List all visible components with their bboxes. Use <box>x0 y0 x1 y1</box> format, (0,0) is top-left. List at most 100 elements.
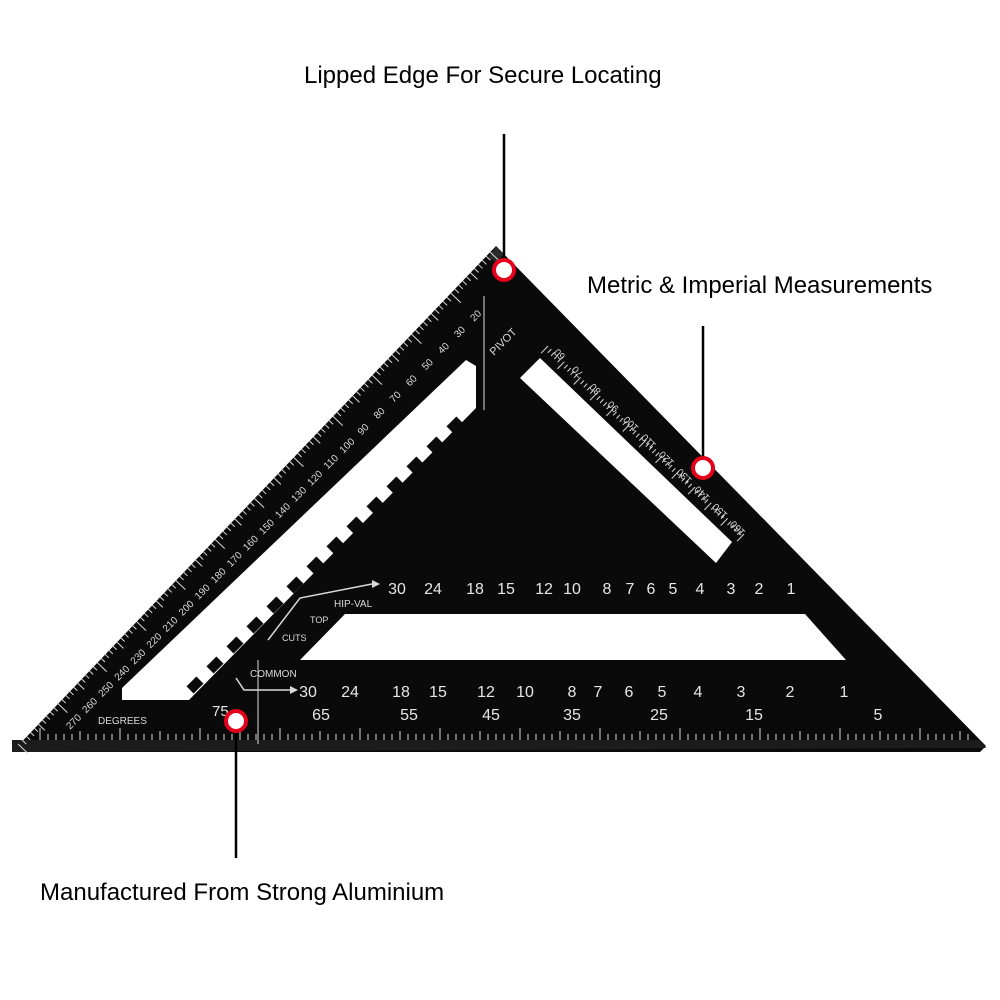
tick <box>115 641 124 649</box>
common-scale-label: 15 <box>429 684 447 701</box>
tick <box>96 661 108 673</box>
tick <box>450 292 462 304</box>
tick <box>430 313 439 321</box>
tick <box>53 706 59 712</box>
hip-val-scale-label: 4 <box>696 581 705 598</box>
tick <box>403 341 409 347</box>
hip-val-scale-label: 2 <box>755 581 764 598</box>
tick <box>108 649 114 655</box>
tick <box>434 309 440 314</box>
tick <box>589 392 598 401</box>
tick <box>17 743 29 755</box>
tick <box>557 358 562 363</box>
tick <box>410 333 422 345</box>
hip-val-scale-label: 24 <box>424 581 442 598</box>
left-edge-ticks <box>17 251 501 755</box>
tick <box>730 524 735 529</box>
tick <box>230 522 236 528</box>
tick <box>651 449 657 454</box>
tick <box>580 380 585 385</box>
label-cuts: CUTS <box>282 633 307 643</box>
hip-val-arrow <box>267 583 373 641</box>
tick <box>76 682 85 690</box>
tick <box>700 496 706 501</box>
tick <box>612 411 617 416</box>
tick <box>717 511 722 517</box>
tick <box>648 445 653 451</box>
tick <box>632 430 637 435</box>
tick <box>606 405 611 410</box>
tick <box>233 518 242 526</box>
tick <box>469 272 478 280</box>
tick <box>190 563 196 569</box>
tick <box>277 473 283 478</box>
tick <box>292 456 304 468</box>
tick <box>473 268 479 273</box>
common-scale-label: 5 <box>658 684 667 701</box>
hip-val-scale-label: 30 <box>388 581 406 598</box>
tick <box>147 608 153 614</box>
tick <box>655 452 660 457</box>
common-scale-label: 24 <box>341 684 359 701</box>
tick <box>273 477 282 485</box>
hip-val-arrowhead <box>372 580 380 588</box>
tick <box>226 526 232 532</box>
tick <box>289 460 295 466</box>
tick <box>119 637 125 642</box>
tick <box>573 373 578 379</box>
tick <box>60 698 66 704</box>
tick <box>422 321 428 327</box>
tick <box>391 354 400 362</box>
tick <box>407 337 413 343</box>
hip-val-scale-label: 6 <box>647 581 656 598</box>
bottom-scale-label: 35 <box>563 707 581 724</box>
tick <box>638 436 644 441</box>
tick <box>92 665 98 671</box>
tick <box>21 739 27 745</box>
bottom-edge-ticks <box>39 728 969 740</box>
hip-val-scale-label: 15 <box>497 581 515 598</box>
tick <box>359 386 365 392</box>
bottom-scale-label: 45 <box>482 707 500 724</box>
common-scale-label: 4 <box>694 684 703 701</box>
tick <box>351 395 360 403</box>
tick <box>414 329 420 335</box>
tick <box>80 678 86 683</box>
tick <box>477 263 483 269</box>
tick <box>383 362 389 368</box>
tick <box>68 690 74 696</box>
apex-lip <box>488 246 504 262</box>
tick <box>182 571 188 577</box>
tick <box>214 538 226 550</box>
tick <box>619 417 624 423</box>
tick <box>241 509 247 515</box>
hip-val-scale-label: 5 <box>669 581 678 598</box>
marker-ring-right <box>691 456 715 480</box>
tick <box>485 255 491 261</box>
tick <box>573 376 582 385</box>
tick <box>324 423 330 429</box>
tick <box>344 403 350 409</box>
tick <box>622 420 627 426</box>
tick <box>661 458 666 463</box>
tick <box>202 550 208 556</box>
cutout-bottom-slot <box>300 614 846 660</box>
callout-measurements: Metric & Imperial Measurements <box>587 272 933 299</box>
tick <box>143 612 149 618</box>
label-degrees: DEGREES <box>98 716 147 727</box>
label-seventy-five: 75 <box>212 703 229 720</box>
tick <box>550 351 555 357</box>
tick <box>570 370 575 376</box>
tick <box>606 408 614 417</box>
tick <box>694 489 699 495</box>
common-scale-label: 1 <box>840 684 849 701</box>
tick <box>586 386 591 391</box>
tick <box>596 395 601 401</box>
tick <box>399 345 405 351</box>
tick <box>104 653 110 659</box>
tick <box>697 492 702 498</box>
tick <box>563 364 568 369</box>
label-hip-val: HIP-VAL <box>334 599 373 610</box>
tick <box>296 452 302 458</box>
